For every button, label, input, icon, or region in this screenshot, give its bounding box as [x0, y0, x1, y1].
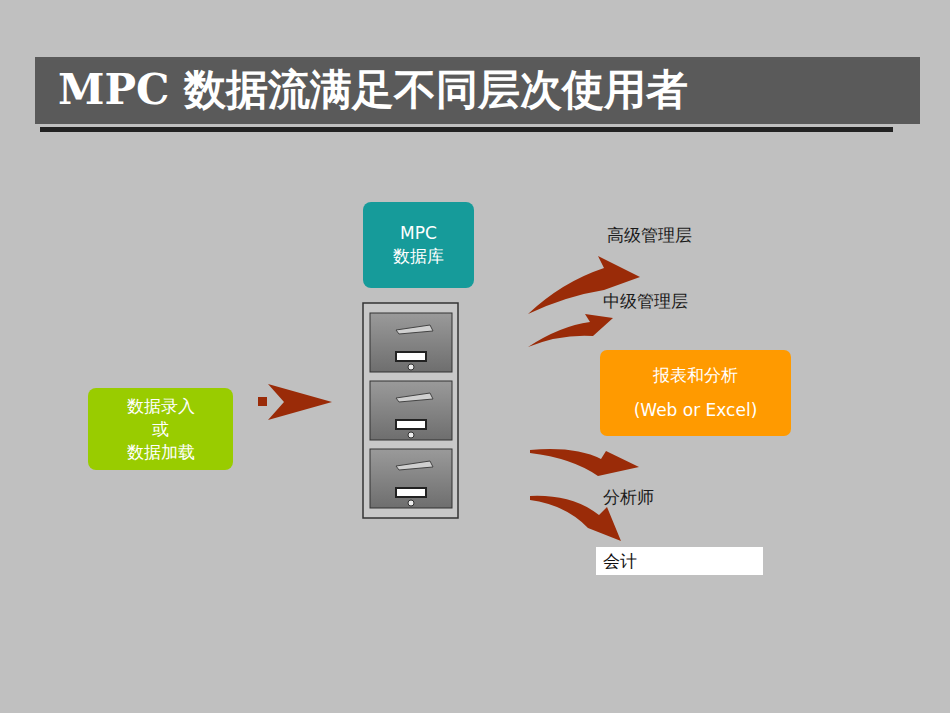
drawer-lock: [408, 364, 414, 370]
node-text: 报表和分析: [653, 364, 738, 387]
input-arrow: [268, 384, 332, 420]
swoosh-arrow: [528, 314, 613, 347]
cabinet-body: [363, 303, 458, 518]
role-label: 分析师: [603, 487, 654, 507]
slide-title: MPC 数据流满足不同层次使用者: [58, 68, 688, 112]
label-slot: [396, 488, 426, 497]
node-text: (Web or Excel): [634, 399, 758, 422]
swoosh-arrow: [530, 449, 639, 476]
database-box: MPC 数据库: [363, 202, 474, 288]
file-cabinet: [363, 303, 458, 518]
role-label: 中级管理层: [603, 291, 688, 311]
title-rule: [40, 127, 893, 132]
node-text: MPC 数据库: [383, 222, 455, 268]
drawer-front: [370, 381, 452, 440]
report-box: 报表和分析 (Web or Excel): [600, 350, 791, 436]
drawer-handle: [396, 325, 433, 334]
drawer-lock: [408, 500, 414, 506]
drawer-front: [370, 313, 452, 372]
drawer-front: [370, 449, 452, 508]
cabinet-drawer: [370, 313, 452, 372]
drawer-lock: [408, 432, 414, 438]
role-label: 高级管理层: [607, 225, 692, 245]
cabinet-drawer: [370, 381, 452, 440]
input-box: 数据录入 或 数据加载: [88, 388, 233, 470]
drawer-handle: [396, 461, 433, 470]
label-slot: [396, 420, 426, 429]
cabinet-drawer: [370, 449, 452, 508]
drawer-handle: [396, 393, 433, 402]
arrow-tail-square: [258, 397, 267, 406]
node-text: 会计: [603, 550, 637, 573]
label-slot: [396, 352, 426, 361]
title-band: [35, 57, 920, 124]
role-box: 会计: [596, 547, 763, 575]
node-text: 数据录入 或 数据加载: [119, 395, 203, 464]
